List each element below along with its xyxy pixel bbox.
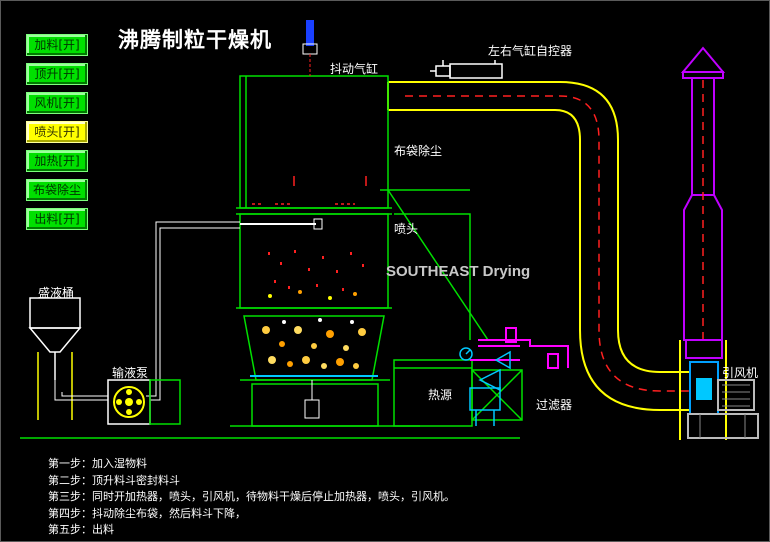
fan-label: 引风机 (722, 366, 759, 380)
tank-label: 盛液桶 (38, 286, 75, 300)
step-3: 第三步：同时开加热器，喷头，引风机，待物料干燥后停止加热器，喷头，引风机。 (48, 490, 455, 503)
heater-valves (459, 347, 511, 426)
shake-cylinder (302, 20, 318, 76)
pump-label: 输液泵 (112, 366, 149, 380)
lr-cylinder-controller (430, 60, 503, 79)
chimney (679, 46, 727, 440)
step-2: 第二步：顶升料斗密封料斗 (48, 473, 180, 487)
liquid-tank (28, 297, 82, 420)
nozzle-label: 喷头 (394, 222, 419, 236)
fan-button[interactable]: 风机[开] (26, 92, 88, 114)
lr-cylinder-label: 左右气缸自控器 (488, 44, 573, 58)
discharge-cylinder (304, 380, 320, 419)
bag-dust-label: 布袋除尘 (394, 144, 443, 158)
heat-button[interactable]: 加热[开] (26, 150, 88, 172)
liquid-lines (54, 221, 240, 401)
bag-dust-button[interactable]: 布袋除尘 (26, 179, 88, 201)
exhaust-duct (387, 81, 690, 411)
discharge-button[interactable]: 出料[开] (26, 208, 88, 230)
dryer-body (230, 75, 489, 427)
feed-button[interactable]: 加料[开] (26, 34, 88, 56)
heat-source-label: 热源 (428, 388, 453, 402)
filter-bags (252, 176, 367, 205)
filter-label: 过滤器 (536, 398, 573, 412)
shake-cylinder-label: 抖动气缸 (330, 62, 379, 76)
page-title: 沸腾制粒干燥机 (118, 28, 272, 52)
spray-droplets (268, 250, 364, 291)
spray-nozzle (240, 218, 323, 230)
step-list: 第一步：加入湿物料 第二步：顶升料斗密封料斗 第三步：同时开加热器，喷头，引风机… (48, 456, 455, 539)
nozzle-button[interactable]: 喷头[开] (26, 121, 88, 143)
step-4: 第四步：抖动除尘布袋，然后料斗下降， (48, 506, 246, 520)
step-1: 第一步：加入湿物料 (48, 457, 147, 470)
heat-source (20, 359, 523, 439)
lift-button[interactable]: 顶升[开] (26, 63, 88, 85)
step-5: 第五步：出料 (48, 523, 114, 536)
induced-fan (687, 361, 759, 439)
brand-watermark: SOUTHEAST Drying (386, 263, 531, 280)
liquid-pump (107, 379, 181, 425)
granules (262, 290, 366, 369)
